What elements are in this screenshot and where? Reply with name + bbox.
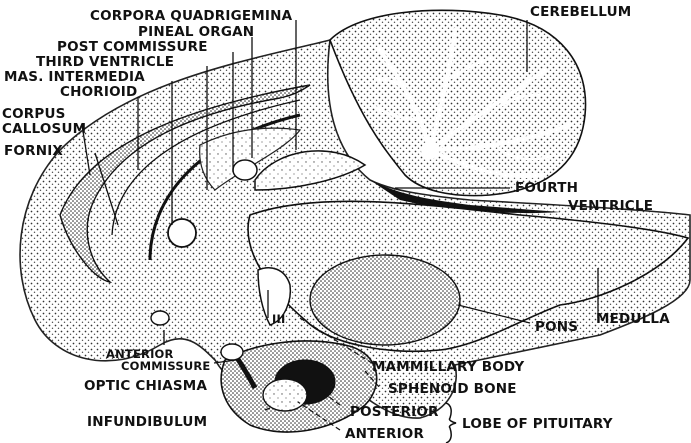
label-mas-intermedia: MAS. INTERMEDIA (4, 69, 145, 85)
label-anterior: ANTERIOR (345, 426, 424, 442)
label-pons: PONS (535, 319, 578, 335)
label-medulla: MEDULLA (596, 311, 670, 327)
label-infundibulum: INFUNDIBULUM (87, 414, 207, 430)
label-optic-chiasma: OPTIC CHIASMA (84, 378, 207, 394)
label-cerebellum: CEREBELLUM (530, 4, 631, 20)
label-pineal-organ: PINEAL ORGAN (138, 24, 254, 40)
label-post-commissure: POST COMMISSURE (57, 39, 208, 55)
label-third-ventricle: THIRD VENTRICLE (36, 54, 174, 70)
label-lobe-of-pituitary: LOBE OF PITUITARY (462, 416, 613, 432)
pons-bulge (310, 255, 460, 345)
label-sphenoid-bone: SPHENOID BONE (388, 381, 517, 397)
label-posterior: POSTERIOR (350, 404, 439, 420)
pineal-shape (233, 160, 257, 180)
label-fourth: FOURTH (515, 180, 578, 196)
label-iii: III (272, 312, 285, 326)
label-callosum: CALLOSUM (2, 121, 86, 137)
cerebellum-shape (330, 10, 586, 195)
pituitary-bracket (446, 403, 456, 443)
label-mammillary-body: MAMMILLARY BODY (372, 359, 524, 375)
label-corpus: CORPUS (2, 106, 66, 122)
label-ventricle: VENTRICLE (568, 198, 653, 214)
label-corpora-quadrigemina: CORPORA QUADRIGEMINA (90, 8, 293, 24)
label-fornix: FORNIX (4, 143, 63, 159)
label-anterior-commissure-2: COMMISSURE (121, 359, 210, 373)
pituitary-anterior-shape (263, 379, 307, 411)
anterior-commissure-shape (151, 311, 169, 325)
label-chorioid: CHORIOID (60, 84, 137, 100)
optic-chiasma-shape (221, 344, 243, 360)
